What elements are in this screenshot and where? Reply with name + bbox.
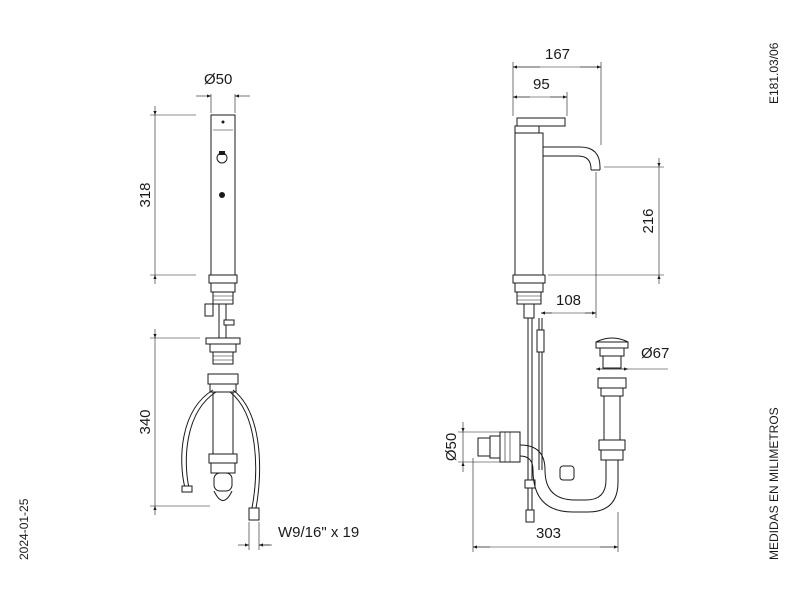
side-dimensions: 167 95 216 108 Ø67 Ø50	[443, 46, 669, 552]
dim-total-reach: 167	[545, 46, 570, 63]
front-dimensions: Ø50 318 340 W9/16" x 19	[137, 71, 359, 550]
dim-hose-connection: W9/16" x 19	[278, 524, 359, 541]
handle-lever	[516, 117, 566, 127]
units-note: MEDIDAS EN MILIMETROS	[767, 407, 781, 560]
front-view	[181, 114, 261, 521]
dim-front-diameter: Ø50	[204, 71, 232, 88]
dim-front-height: 318	[137, 182, 154, 207]
dim-trap-diameter: Ø50	[443, 433, 460, 461]
lever-icon	[216, 151, 228, 164]
side-view	[477, 117, 629, 523]
drawing-date: 2024-01-25	[17, 498, 31, 560]
dim-trap-length: 303	[536, 525, 561, 542]
dim-drain-height: 340	[137, 409, 154, 434]
dim-drain-diameter: Ø67	[641, 345, 669, 362]
faucet-body-side	[514, 132, 544, 276]
dim-spout-offset: 108	[556, 292, 581, 309]
dim-spout-height: 216	[640, 208, 657, 233]
drawing-reference: E181.03/06	[767, 42, 781, 104]
logo-icon	[219, 192, 225, 198]
dim-handle-reach: 95	[533, 76, 550, 93]
